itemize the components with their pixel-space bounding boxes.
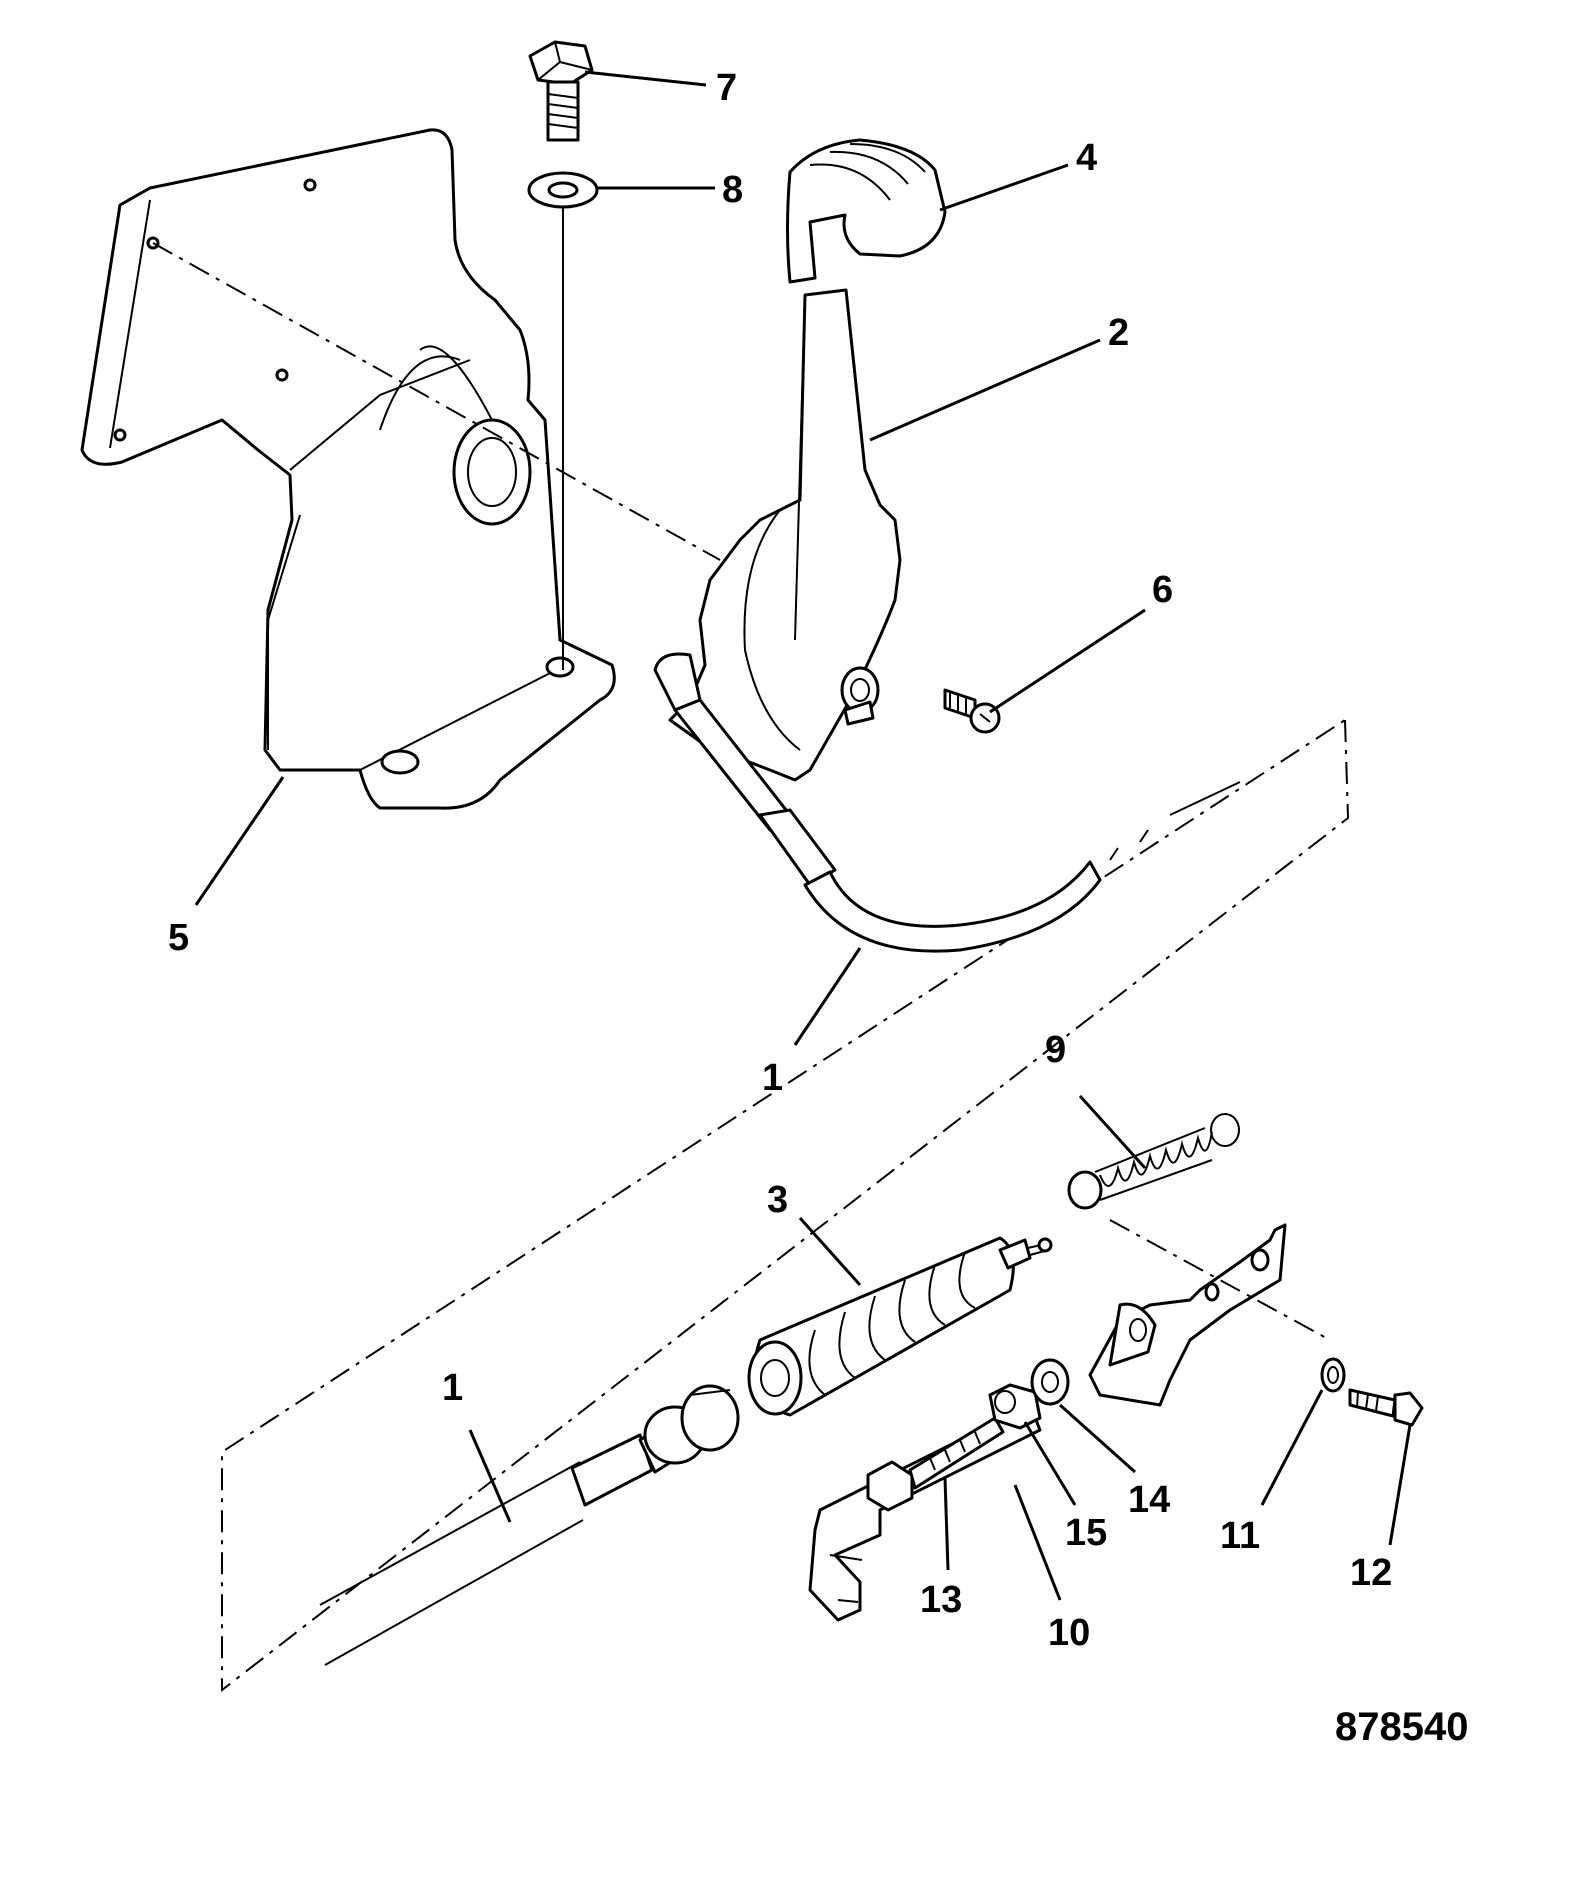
bolt-part-12 bbox=[1348, 1388, 1424, 1427]
leader-lines bbox=[194, 70, 1412, 1601]
callout-9: 9 bbox=[1045, 1029, 1066, 1071]
callout-3: 3 bbox=[767, 1179, 788, 1221]
mounting-bracket bbox=[80, 128, 616, 810]
callout-8: 8 bbox=[722, 169, 743, 211]
hook-bracket-part-10 bbox=[808, 1403, 1042, 1622]
assembly-boundary bbox=[221, 719, 1350, 1693]
callout-labels: 7 8 4 2 6 5 1 9 3 1 14 15 11 12 13 10 bbox=[168, 67, 1392, 1654]
callout-15: 15 bbox=[1065, 1512, 1107, 1554]
washer-part-14 bbox=[1030, 1358, 1070, 1406]
callout-14: 14 bbox=[1128, 1479, 1170, 1521]
washer-part-11 bbox=[1320, 1357, 1346, 1393]
callout-6: 6 bbox=[1152, 569, 1173, 611]
callout-7: 7 bbox=[716, 67, 737, 109]
callout-1-upper: 1 bbox=[762, 1057, 783, 1099]
callout-12: 12 bbox=[1350, 1552, 1392, 1594]
cable-upper-part-1 bbox=[758, 781, 1241, 953]
cable-lower-part-1 bbox=[319, 1384, 740, 1666]
boot-part-3 bbox=[747, 1236, 1053, 1417]
linkage-plate bbox=[1088, 1223, 1287, 1407]
bolt-part-7 bbox=[528, 40, 594, 142]
callout-11: 11 bbox=[1220, 1515, 1260, 1557]
bolt-part-13 bbox=[866, 1416, 1005, 1512]
lever-assembly-part-2 bbox=[668, 288, 902, 782]
figure-number: 878540 bbox=[1335, 1705, 1468, 1749]
callout-13: 13 bbox=[920, 1579, 962, 1621]
callout-10: 10 bbox=[1048, 1612, 1090, 1654]
washer-part-8 bbox=[527, 171, 599, 209]
callout-1-lower: 1 bbox=[442, 1367, 463, 1409]
callout-4: 4 bbox=[1076, 137, 1097, 179]
callout-2: 2 bbox=[1108, 312, 1129, 354]
spring-part-9 bbox=[1067, 1113, 1240, 1210]
nut-part-15 bbox=[988, 1383, 1042, 1430]
lever-tip bbox=[653, 652, 792, 832]
knob-part-4 bbox=[786, 138, 947, 284]
callout-5: 5 bbox=[168, 917, 189, 959]
